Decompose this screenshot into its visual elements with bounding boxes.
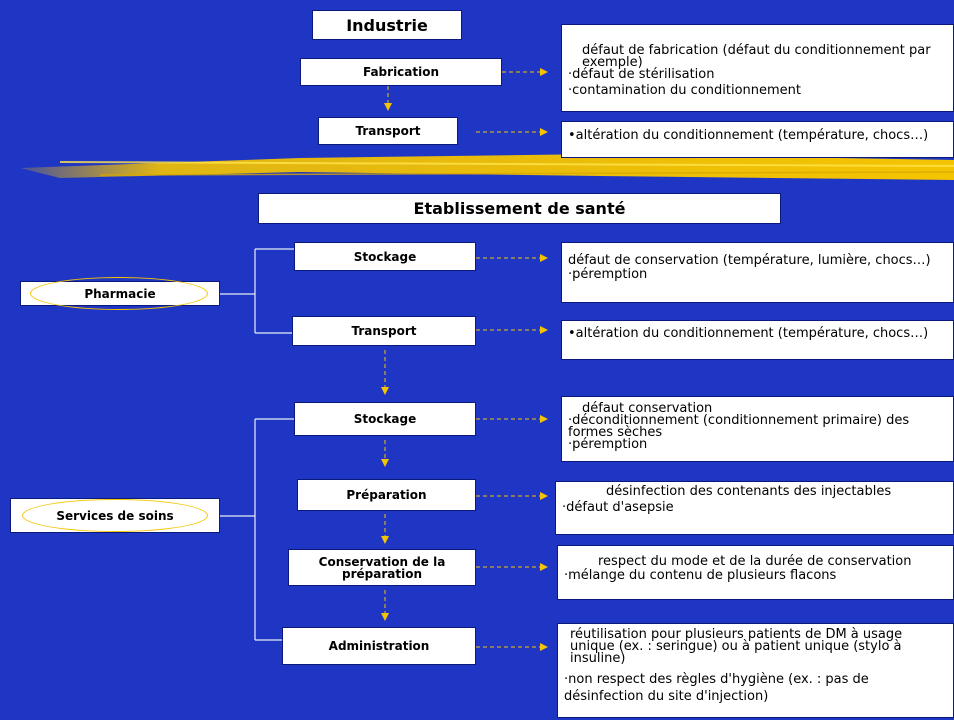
- stage-transport-pharmacie-label: Transport: [351, 324, 417, 338]
- note-fabrication-line-1: défaut de fabrication (défaut du conditi…: [582, 43, 935, 70]
- note-stockage-pharmacie: défaut de conservation (température, lum…: [561, 242, 954, 303]
- stage-fabrication-label: Fabrication: [362, 65, 440, 79]
- stage-fabrication: Fabrication: [300, 58, 502, 86]
- note-conservation-line-2: ·mélange du contenu de plusieurs flacons: [564, 568, 837, 583]
- section-title-etablissement-label: Etablissement de santé: [413, 199, 626, 218]
- section-divider-stroke: [20, 154, 954, 180]
- note-stockage-services-line-1: défaut conservation: [582, 401, 713, 416]
- stage-transport-industrie-label: Transport: [355, 124, 421, 138]
- note-preparation-line-2: ·défaut d'asepsie: [562, 500, 674, 515]
- note-stockage-pharmacie-line-1: défaut de conservation (température, lum…: [568, 253, 931, 268]
- pharmacie-bracket: [220, 248, 294, 334]
- note-stockage-services-line-2: ·déconditionnement (conditionnement prim…: [568, 413, 914, 440]
- note-administration: réutilisation pour plusieurs patients de…: [557, 623, 954, 718]
- stage-stockage-services: Stockage: [294, 402, 476, 436]
- unit-pharmacie-highlight: [30, 277, 208, 310]
- stage-conservation-label: Conservation de la préparation: [318, 554, 446, 581]
- section-title-industrie-label: Industrie: [346, 15, 428, 35]
- note-conservation-line-1: respect du mode et de la durée de conser…: [598, 554, 912, 569]
- note-transport-industrie-line-1: •altération du conditionnement (températ…: [568, 128, 929, 143]
- stage-stockage-pharmacie: Stockage: [294, 242, 476, 271]
- note-fabrication-line-3: ·contamination du conditionnement: [568, 83, 802, 98]
- note-preparation-line-1: désinfection des contenants des injectab…: [606, 484, 892, 499]
- stage-preparation: Préparation: [297, 479, 476, 511]
- note-fabrication-line-2: ·défaut de stérilisation: [568, 67, 715, 82]
- stage-transport-pharmacie: Transport: [292, 316, 476, 346]
- note-stockage-services: défaut conservation ·déconditionnement (…: [561, 396, 954, 462]
- note-stockage-pharmacie-line-2: ·péremption: [568, 267, 648, 282]
- note-fabrication: défaut de fabrication (défaut du conditi…: [561, 24, 954, 112]
- stage-administration-label: Administration: [328, 639, 430, 653]
- stage-stockage-services-label: Stockage: [353, 412, 417, 426]
- note-stockage-services-line-3: ·péremption: [568, 437, 648, 452]
- note-transport-pharmacie: •altération du conditionnement (températ…: [561, 320, 954, 360]
- section-title-industrie: Industrie: [312, 10, 462, 40]
- stage-conservation: Conservation de la préparation: [288, 549, 476, 586]
- note-transport-industrie: •altération du conditionnement (températ…: [561, 121, 954, 158]
- note-preparation: désinfection des contenants des injectab…: [555, 481, 954, 535]
- stage-preparation-label: Préparation: [346, 488, 427, 502]
- note-administration-line-1: réutilisation pour plusieurs patients de…: [570, 627, 907, 666]
- stage-transport-industrie: Transport: [318, 117, 458, 145]
- stage-administration: Administration: [282, 627, 476, 665]
- stage-stockage-pharmacie-label: Stockage: [353, 249, 417, 264]
- unit-services-highlight: [22, 499, 208, 532]
- note-administration-line-2: ·non respect des règles d'hygiène (ex. :…: [564, 672, 873, 704]
- note-conservation: respect du mode et de la durée de conser…: [557, 545, 954, 600]
- note-transport-pharmacie-line-1: •altération du conditionnement (températ…: [568, 326, 929, 341]
- section-title-etablissement: Etablissement de santé: [258, 193, 781, 224]
- services-bracket: [220, 418, 294, 641]
